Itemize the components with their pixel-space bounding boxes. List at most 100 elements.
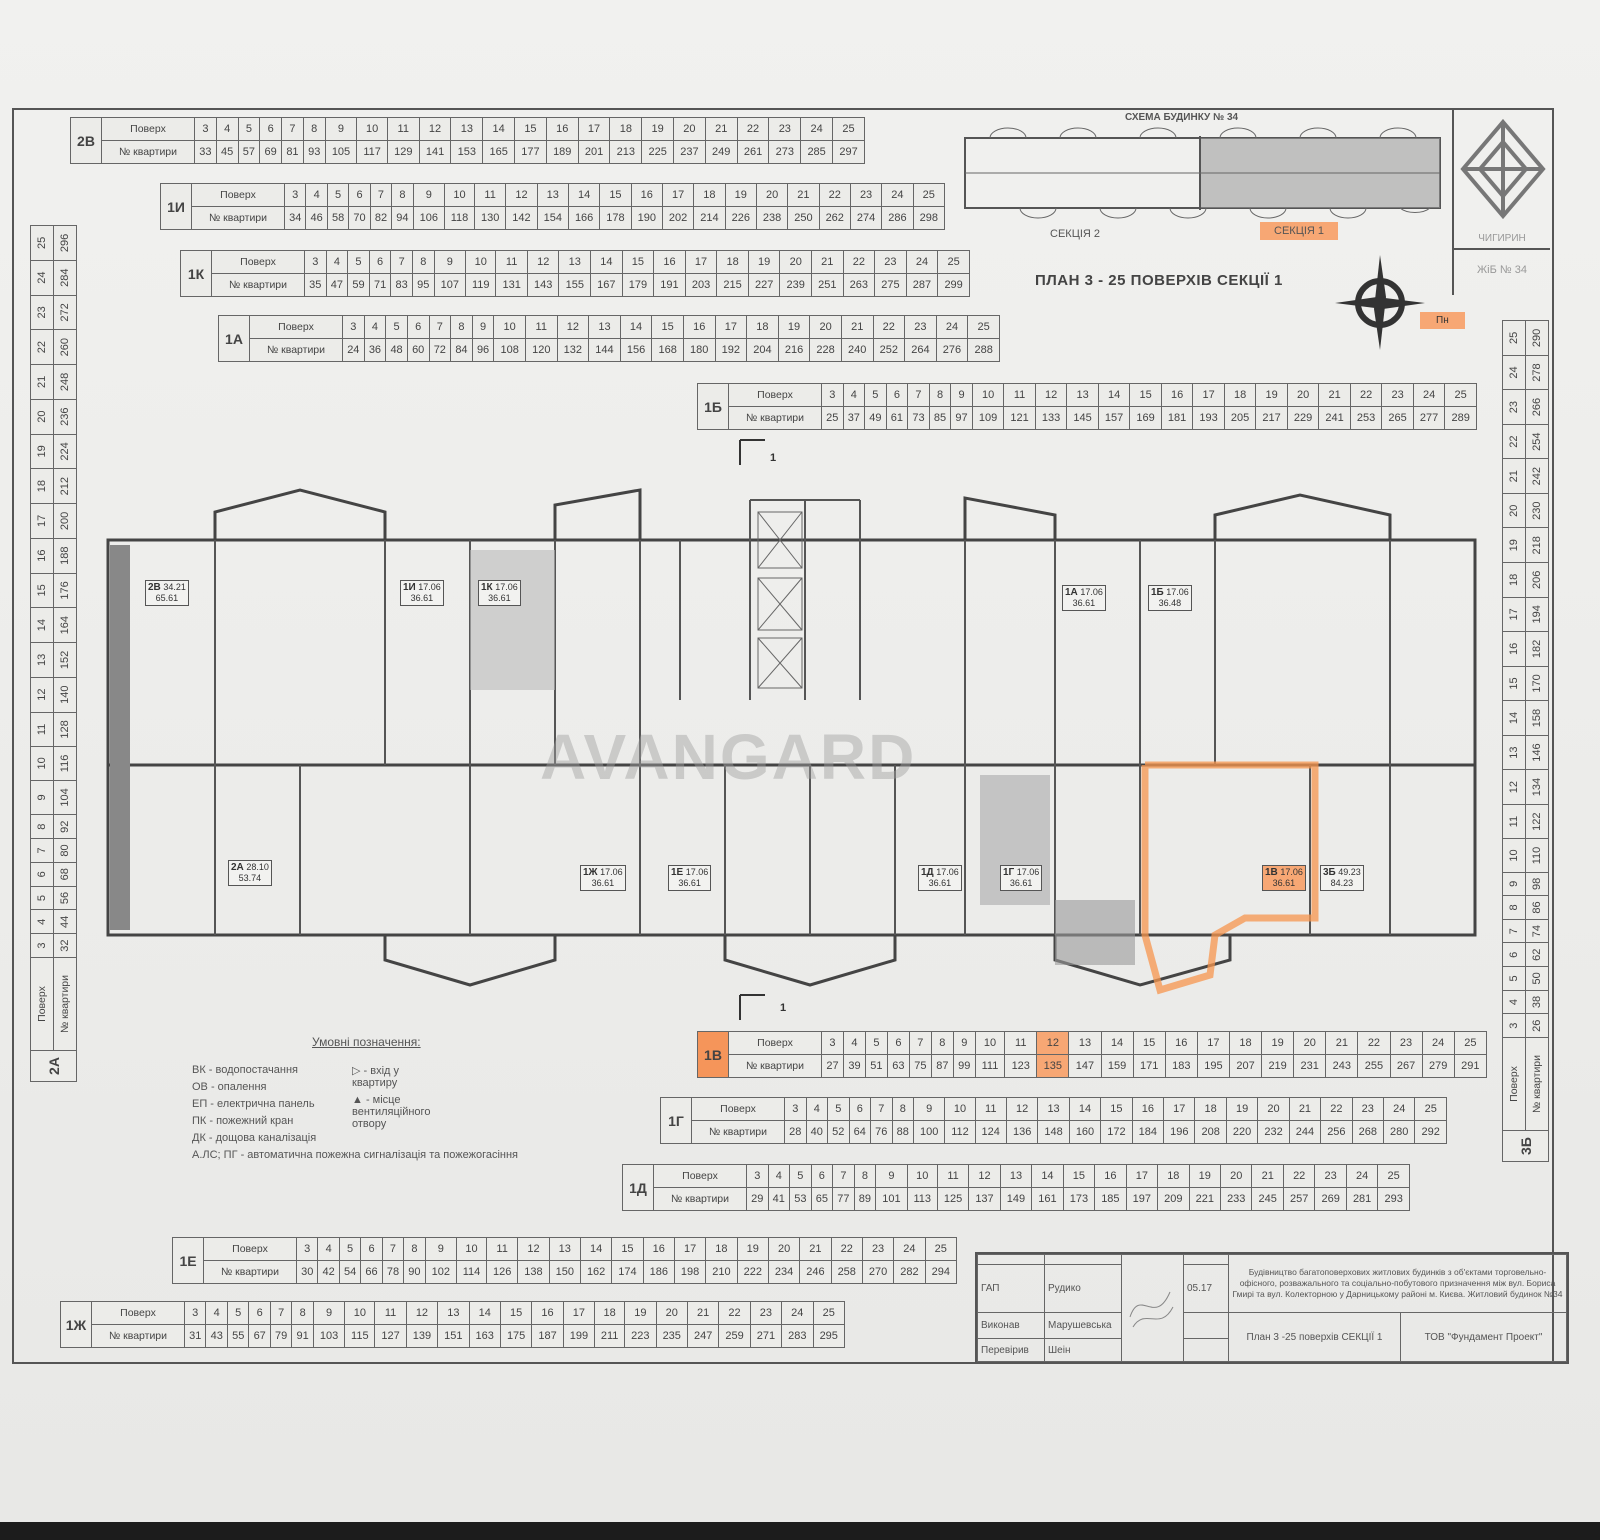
apartment-number-cell: 194: [1525, 597, 1549, 632]
floor-cell: 16: [1160, 383, 1194, 407]
floor-cell: 7: [30, 838, 54, 863]
apartment-number-cell: 117: [356, 140, 388, 164]
apartment-number-cell: 157: [1097, 406, 1131, 430]
floor-cell: 20: [1286, 383, 1320, 407]
floor-cell: 18: [1194, 1097, 1227, 1121]
apartment-number-cell: 187: [531, 1324, 564, 1348]
floor-cell: 24: [935, 315, 969, 339]
floor-cell: 10: [465, 250, 497, 274]
floor-cell: 11: [30, 712, 54, 747]
apartment-number-cell: 223: [624, 1324, 657, 1348]
role-cell: Виконав: [977, 1312, 1045, 1340]
floor-cell: 7: [428, 315, 452, 339]
apartment-number-cell: 277: [1412, 406, 1446, 430]
signature: [1121, 1254, 1184, 1362]
floor-cell: 15: [499, 1301, 533, 1325]
floor-cell: 5: [789, 1164, 812, 1188]
apartment-number-cell: 123: [1004, 1054, 1038, 1078]
floor-cell: 23: [874, 250, 907, 274]
floor-cell: 16: [545, 117, 579, 141]
floor-cell: 25: [812, 1301, 845, 1325]
floor-cell: 4: [215, 117, 239, 141]
apartment-number-cell: 88: [891, 1120, 914, 1144]
floor-cell: 24: [893, 1237, 926, 1261]
floor-cell: 18: [1228, 1031, 1263, 1055]
apartment-number-cell: 86: [1525, 895, 1549, 920]
floor-cell: 3: [283, 183, 307, 207]
logo: ЧИГИРИН ЖіБ № 34: [1452, 110, 1550, 295]
apartment-number-cell: 272: [53, 295, 77, 330]
floor-cell: 9: [471, 315, 495, 339]
apartment-label: № квартири: [728, 1054, 822, 1078]
floor-cell: 15: [611, 1237, 644, 1261]
floor-cell: 11: [374, 1301, 407, 1325]
floor-cell: 7: [870, 1097, 893, 1121]
floor-cell: 7: [281, 117, 304, 141]
name-cell: Шеін: [1044, 1338, 1122, 1362]
floor-cell: 17: [1125, 1164, 1159, 1188]
apartment-number-cell: 238: [755, 206, 789, 230]
apartment-number-cell: 207: [1228, 1054, 1263, 1078]
apartment-number-cell: 54: [338, 1260, 362, 1284]
apartment-number-cell: 84: [450, 338, 473, 362]
floor-cell: 16: [1131, 1097, 1165, 1121]
apartment-number-cell: 61: [885, 406, 909, 430]
apartment-type-code: 1Е: [172, 1237, 204, 1284]
floor-cell: 14: [619, 315, 653, 339]
floor-cell: 9: [1502, 872, 1526, 896]
apartment-number-cell: 119: [465, 273, 497, 297]
apartment-number-cell: 181: [1160, 406, 1194, 430]
floor-cell: 5: [864, 1031, 888, 1055]
apartment-number-cell: 268: [1351, 1120, 1385, 1144]
company-name: ТОВ "Фундамент Проект": [1399, 1312, 1568, 1362]
apartment-number-cell: 45: [215, 140, 239, 164]
apartment-number-cell: 182: [1525, 631, 1549, 667]
floor-cell: 23: [30, 295, 54, 330]
floor-cell: 3: [30, 933, 54, 958]
floor-cell: 13: [1066, 383, 1099, 407]
apartment-number-cell: 162: [579, 1260, 613, 1284]
apartment-number-cell: 51: [864, 1054, 888, 1078]
floor-cell: 3: [746, 1164, 769, 1188]
floor-cell: 25: [967, 315, 1000, 339]
floor-cell: 18: [30, 468, 54, 504]
apartment-number-cell: 257: [1282, 1187, 1316, 1211]
floor-cell: 19: [1502, 528, 1526, 563]
floor-cell: 4: [842, 383, 866, 407]
floor-cell: 22: [1357, 1031, 1391, 1055]
apartment-number-cell: 280: [1382, 1120, 1416, 1144]
floor-cell: 9: [412, 183, 445, 207]
floor-cell: 5: [827, 1097, 850, 1121]
floor-cell: 20: [1293, 1031, 1327, 1055]
floor-cell: 21: [704, 117, 738, 141]
apartment-number-cell: 132: [556, 338, 590, 362]
floor-cell: 24: [881, 183, 914, 207]
apartment-number-cell: 93: [302, 140, 326, 164]
floor-cell: 15: [1062, 1164, 1096, 1188]
floor-cell: 6: [30, 862, 54, 887]
floor-cell: 7: [269, 1301, 293, 1325]
apartment-number-cell: 293: [1377, 1187, 1410, 1211]
floor-cell: 8: [853, 1164, 877, 1188]
floor-cell: 3: [183, 1301, 207, 1325]
floor-cell: 5: [1502, 966, 1526, 991]
apartment-number-cell: 175: [499, 1324, 533, 1348]
section-cut-marker-bottom: 1: [780, 1002, 787, 1014]
apartment-number-cell: 177: [514, 140, 547, 164]
